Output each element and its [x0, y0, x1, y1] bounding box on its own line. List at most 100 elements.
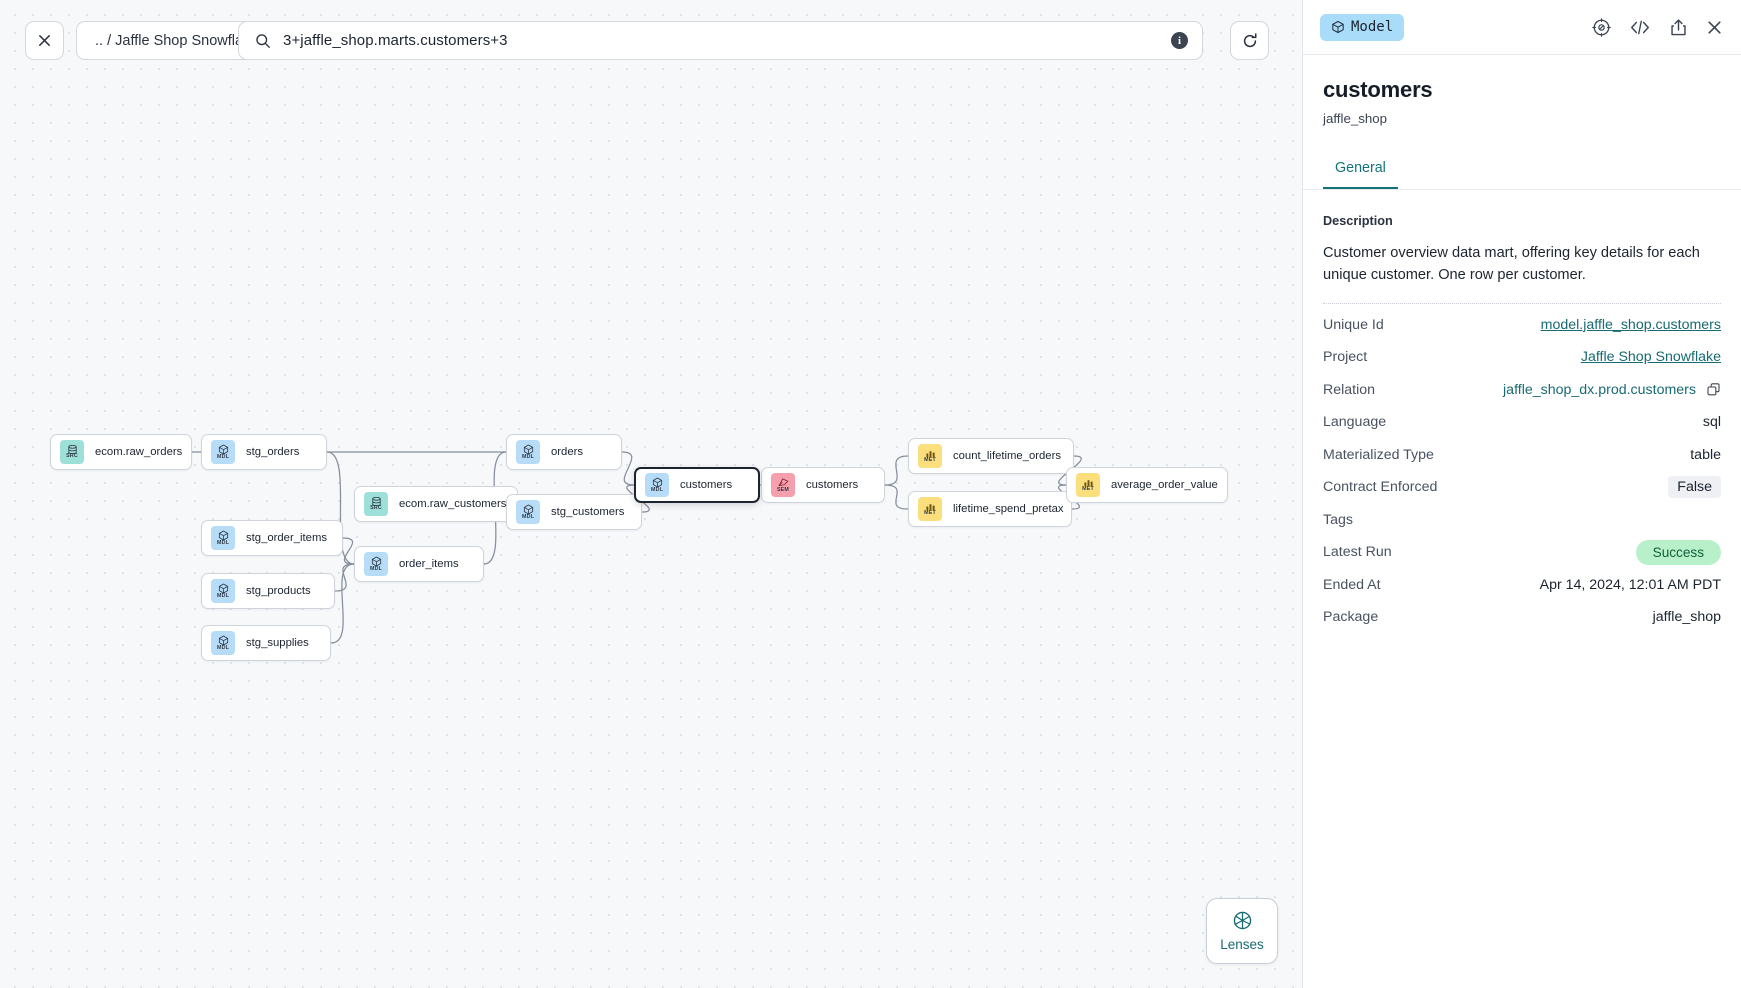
- description-text: Customer overview data mart, offering ke…: [1323, 245, 1700, 284]
- close-panel-icon[interactable]: [1706, 19, 1723, 36]
- cube-icon: [1332, 20, 1344, 34]
- status-badge: Success: [1635, 539, 1721, 565]
- metadata-value: Apr 14, 2024, 12:01 AM PDT: [1539, 576, 1721, 593]
- metadata-row: Contract Enforced False: [1323, 471, 1721, 504]
- metadata-key: Tags: [1323, 511, 1353, 528]
- node-label: average_order_value: [1111, 479, 1218, 491]
- metadata-value-wrap: Success: [1635, 539, 1721, 565]
- search-input[interactable]: 3+jaffle_shop.marts.customers+3: [283, 32, 508, 49]
- metadata-row: Project Jaffle Shop Snowflake: [1323, 341, 1721, 374]
- copy-icon[interactable]: [1706, 382, 1721, 397]
- node-type-badge-src-icon: SRC: [364, 492, 388, 516]
- node-label: stg_supplies: [246, 637, 309, 649]
- node-type-badge-met-icon: MET: [1076, 473, 1100, 497]
- metadata-key: Latest Run: [1323, 544, 1392, 561]
- lenses-label: Lenses: [1220, 937, 1264, 952]
- lenses-button[interactable]: Lenses: [1206, 898, 1278, 964]
- details-body: Description Customer overview data mart,…: [1303, 190, 1741, 988]
- resource-type-badge[interactable]: Model: [1320, 13, 1405, 41]
- graph-node-orders[interactable]: MDL orders: [506, 434, 622, 470]
- node-label: order_items: [399, 558, 459, 570]
- metadata-value-wrap: jaffle_shop: [1653, 609, 1721, 625]
- node-type-badge-mdl-icon: MDL: [516, 440, 540, 464]
- node-type-badge-mdl-icon: MDL: [211, 526, 235, 550]
- code-icon[interactable]: [1629, 18, 1651, 37]
- resource-type-label: Model: [1351, 19, 1394, 35]
- info-icon[interactable]: i: [1171, 32, 1188, 49]
- page-subtitle: jaffle_shop: [1323, 111, 1388, 126]
- metadata-value-wrap: jaffle_shop_dx.prod.customers: [1503, 382, 1721, 398]
- metadata-key: Relation: [1323, 381, 1376, 398]
- graph-node-stg_products[interactable]: MDL stg_products: [201, 573, 335, 609]
- node-label: ecom.raw_orders: [95, 446, 183, 458]
- metadata-value: jaffle_shop: [1652, 609, 1721, 626]
- status-badge: False: [1668, 476, 1721, 499]
- graph-node-customers_semantic[interactable]: SEM customers: [761, 467, 885, 503]
- node-label: stg_customers: [551, 506, 625, 518]
- node-label: lifetime_spend_pretax: [953, 503, 1064, 515]
- metadata-link[interactable]: jaffle_shop_dx.prod.customers: [1503, 381, 1696, 398]
- page-title: customers: [1323, 77, 1433, 102]
- metadata-key: Unique Id: [1323, 316, 1384, 333]
- node-label: orders: [551, 446, 584, 458]
- node-type-badge-src-icon: SRC: [60, 440, 84, 464]
- node-type-badge-mdl-icon: MDL: [211, 440, 235, 464]
- node-label: stg_products: [246, 585, 311, 597]
- metadata-value-wrap: Jaffle Shop Snowflake: [1581, 349, 1721, 365]
- graph-node-average_order_value[interactable]: MET average_order_value: [1066, 467, 1228, 503]
- metadata-row: Package jaffle_shop: [1323, 601, 1721, 634]
- metadata-link[interactable]: Jaffle Shop Snowflake: [1580, 349, 1721, 366]
- refresh-icon: [1243, 32, 1257, 47]
- metadata-row: Latest Run Success: [1323, 536, 1721, 569]
- tab-general[interactable]: General: [1323, 152, 1398, 189]
- graph-edge: [334, 563, 355, 592]
- share-icon[interactable]: [1669, 18, 1688, 37]
- graph-node-customers_model[interactable]: MDL customers: [634, 467, 760, 503]
- metadata-value-wrap: model.jaffle_shop.customers: [1541, 317, 1721, 333]
- node-type-badge-mdl-icon: MDL: [211, 579, 235, 603]
- graph-edge: [884, 455, 909, 486]
- graph-edge: [621, 451, 635, 486]
- metadata-value-wrap: False: [1668, 476, 1721, 499]
- close-lineage-button[interactable]: [25, 21, 64, 60]
- details-panel: Model: [1302, 0, 1741, 988]
- metadata-key: Contract Enforced: [1323, 479, 1438, 496]
- metadata-key: Materialized Type: [1323, 446, 1434, 463]
- details-panel-actions: [1592, 17, 1723, 37]
- metadata-row: Relation jaffle_shop_dx.prod.customers: [1323, 373, 1721, 406]
- node-type-badge-sem-icon: SEM: [771, 473, 795, 497]
- details-title-block: customers jaffle_shop: [1303, 55, 1741, 126]
- node-label: customers: [680, 479, 733, 491]
- graph-node-ecom_raw_orders[interactable]: SRC ecom.raw_orders: [50, 434, 192, 470]
- metadata-link[interactable]: model.jaffle_shop.customers: [1540, 316, 1721, 333]
- explore-icon[interactable]: [1592, 17, 1611, 37]
- metadata-value: sql: [1702, 414, 1721, 431]
- metadata-value-wrap: Apr 14, 2024, 12:01 AM PDT: [1540, 577, 1721, 593]
- graph-edge: [326, 451, 355, 565]
- node-type-badge-mdl-icon: MDL: [645, 473, 669, 497]
- node-label: customers: [806, 479, 859, 491]
- node-type-badge-mdl-icon: MDL: [211, 631, 235, 655]
- node-type-badge-met-icon: MET: [918, 444, 942, 468]
- metadata-key: Project: [1323, 349, 1368, 366]
- graph-node-stg_supplies[interactable]: MDL stg_supplies: [201, 625, 331, 661]
- section-divider: [1323, 303, 1721, 305]
- refresh-button[interactable]: [1230, 21, 1269, 60]
- lineage-search-box[interactable]: 3+jaffle_shop.marts.customers+3 i: [238, 21, 1203, 60]
- close-icon: [39, 35, 50, 46]
- graph-node-count_lifetime_orders[interactable]: MET count_lifetime_orders: [908, 438, 1074, 474]
- node-label: count_lifetime_orders: [953, 450, 1062, 462]
- metadata-key: Package: [1323, 609, 1379, 626]
